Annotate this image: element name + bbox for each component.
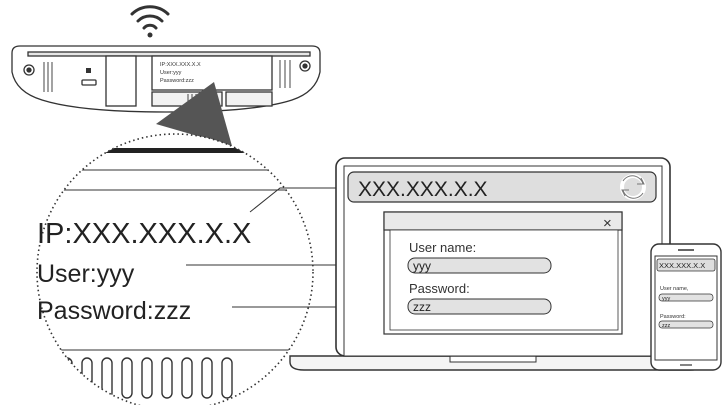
label-ip: IP:XXX.XXX.X.X: [37, 218, 251, 250]
phone-screen: [654, 255, 718, 361]
smartphone: [650, 243, 722, 371]
phone-address-bar[interactable]: [656, 258, 716, 272]
device-label-password: Password:zzz: [160, 78, 194, 84]
password-field[interactable]: [407, 298, 552, 315]
phone-password-label: Password:: [660, 314, 686, 320]
phone-password-value[interactable]: zzz: [662, 323, 671, 329]
phone-username-field[interactable]: [658, 293, 714, 302]
dialog-titlebar: [383, 211, 623, 231]
username-value[interactable]: yyy: [413, 259, 431, 273]
wifi-icon: [130, 5, 170, 38]
address-bar[interactable]: [347, 171, 657, 203]
username-label: User name:: [409, 240, 476, 255]
close-icon[interactable]: ×: [603, 215, 612, 232]
callout-arrow-icon: [156, 82, 232, 146]
label-password: Password:zzz: [37, 297, 191, 325]
device-port: [81, 79, 97, 86]
router-device: [11, 45, 321, 113]
laptop: [289, 157, 705, 371]
battery-cover: [105, 55, 137, 107]
phone-password-field[interactable]: [658, 320, 714, 329]
password-label: Password:: [409, 281, 470, 296]
phone-username-label: User name,: [660, 286, 689, 292]
phone-address-text: XXX.XXX.X.X: [659, 261, 705, 270]
phone-username-value[interactable]: yyy: [662, 296, 671, 302]
address-bar-text: XXX.XXX.X.X: [358, 178, 488, 201]
label-user: User:yyy: [37, 260, 135, 288]
username-field[interactable]: [407, 257, 552, 274]
refresh-icon-outline: [621, 175, 645, 199]
password-value[interactable]: zzz: [413, 300, 431, 314]
device-label-ip: IP:XXX.XXX.X.X: [160, 62, 201, 68]
device-label-user: User:yyy: [160, 70, 182, 76]
